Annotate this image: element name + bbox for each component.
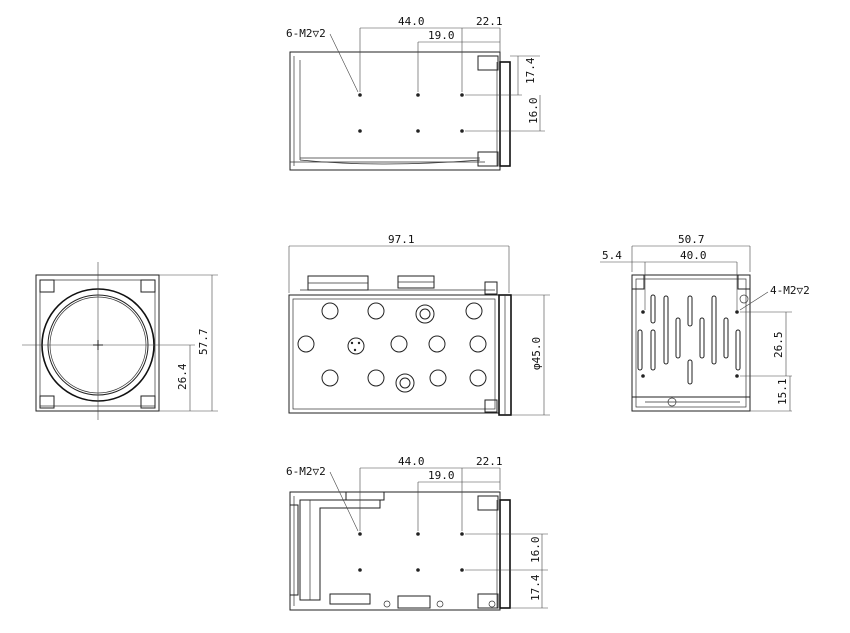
vent-hole [390,335,408,353]
vent-hole [367,369,385,387]
bottom-view: 6-M2▽2 44.0 22.1 19.0 16.0 17.4 [286,455,548,611]
vent-hole [469,369,487,387]
vent-slot [699,317,705,359]
bottom-dim-width-a: 44.0 [398,455,425,468]
vent-hole [465,302,483,320]
bottom-dim-side-b: 17.4 [529,574,542,601]
mount-hole [358,129,362,133]
vent-hole [367,302,385,320]
bottom-hole-label: 6-M2▽2 [286,465,326,478]
vent-hole [297,335,315,353]
top-dim-side-b: 16.0 [527,98,540,125]
mount-hole [416,568,420,572]
vent-slot [723,317,729,359]
top-hole-label: 6-M2▽2 [286,27,326,40]
rear-view: 4-M2▽2 50.7 5.4 40.0 26.5 15.1 [600,233,810,412]
mount-hole [735,310,739,314]
mount-hole [641,374,645,378]
mount-hole [358,568,362,572]
mount-hole [460,129,464,133]
mount-hole [416,129,420,133]
bottom-dim-side-a: 16.0 [529,537,542,564]
vent-hole [321,302,339,320]
bottom-dim-inner: 19.0 [428,469,455,482]
mount-hole [358,93,362,97]
vent-slot [711,295,717,365]
side-view: 97.1 φ45.0 [288,233,550,416]
top-dim-width-a: 44.0 [398,15,425,28]
rear-hole-label: 4-M2▽2 [770,284,810,297]
vent-hole [428,335,446,353]
vent-hole [415,304,435,324]
mount-hole [460,568,464,572]
vent-slot [637,329,643,371]
side-dim-length: 97.1 [388,233,415,246]
mount-hole [460,532,464,536]
mount-hole [416,93,420,97]
vent-slot [650,329,656,371]
vent-hole [321,369,339,387]
vent-hole [429,369,447,387]
rear-dim-height-a: 26.5 [772,332,785,359]
vent-slot [687,295,693,327]
bottom-dim-width-b: 22.1 [476,455,503,468]
front-dim-center: 26.4 [176,363,189,390]
top-dim-side-a: 17.4 [524,57,537,84]
vent-slot [663,295,669,365]
vent-hole [469,335,487,353]
vent-slot [687,359,693,385]
top-view: 6-M2▽2 44.0 22.1 19.0 17.4 16.0 [286,15,545,171]
rear-dim-width: 50.7 [678,233,705,246]
mount-hole [735,374,739,378]
rear-dim-offset: 5.4 [602,249,622,262]
side-dim-lens-dia: φ45.0 [530,337,543,370]
rear-dim-height-b: 15.1 [776,379,789,406]
rear-dim-inner: 40.0 [680,249,707,262]
top-dim-width-b: 22.1 [476,15,503,28]
vent-hole [347,337,365,355]
mount-hole [460,93,464,97]
mount-hole [641,310,645,314]
mount-hole [358,532,362,536]
vent-slot [675,317,681,359]
front-dim-height: 57.7 [197,329,210,356]
vent-slot [735,329,741,371]
vent-hole [395,373,415,393]
vent-slot [650,294,656,324]
mount-hole [416,532,420,536]
top-dim-inner: 19.0 [428,29,455,42]
front-view: 57.7 26.4 [22,262,218,420]
